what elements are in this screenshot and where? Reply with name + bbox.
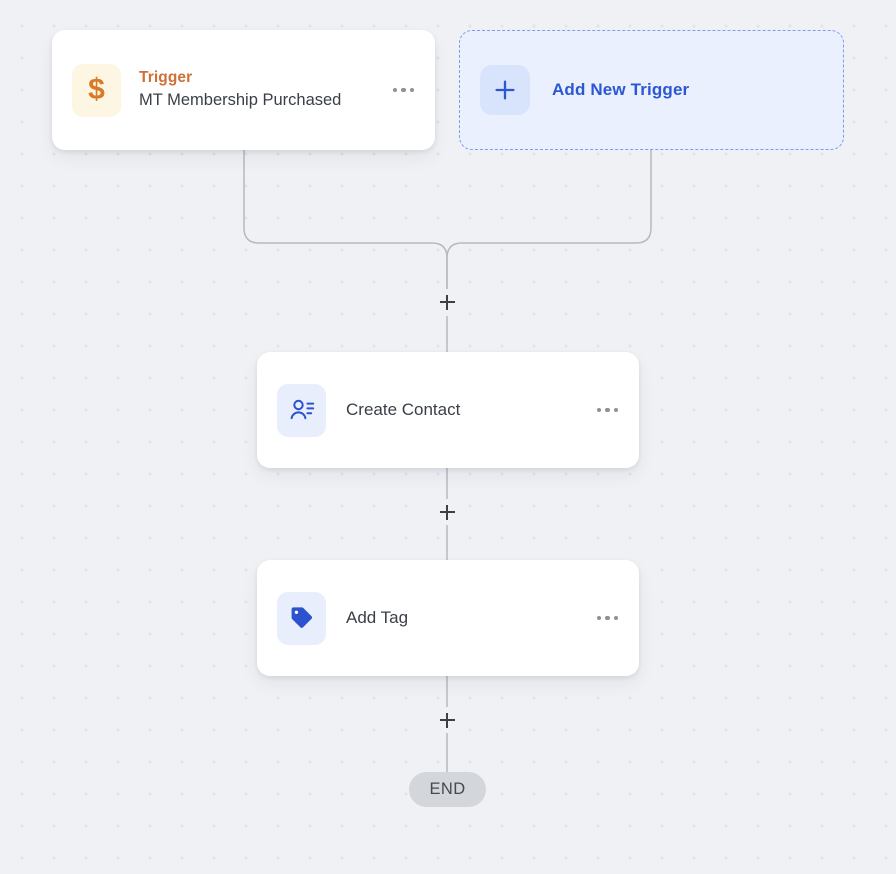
contact-person-glyph	[290, 399, 314, 420]
tag-glyph	[291, 607, 312, 628]
plus-icon	[480, 65, 530, 115]
add-step-after-trigger-button[interactable]	[434, 289, 460, 315]
step-node-add-tag[interactable]: Add Tag	[257, 560, 639, 676]
trigger-kicker: Trigger	[139, 68, 193, 86]
wire-trigger-to-junction	[243, 150, 448, 290]
add-new-trigger-button[interactable]: Add New Trigger	[459, 30, 844, 150]
create-contact-kebab-menu-icon[interactable]	[594, 400, 622, 421]
add-step-after-create-contact-button[interactable]	[434, 499, 460, 525]
trigger-labels: Trigger MT Membership Purchased	[139, 68, 390, 113]
add-tag-kebab-menu-icon[interactable]	[594, 608, 622, 629]
contact-person-icon	[277, 383, 326, 437]
plus-glyph	[495, 80, 515, 100]
step-title-create-contact: Create Contact	[346, 400, 461, 419]
tag-icon	[277, 591, 326, 645]
step-node-create-contact[interactable]: Create Contact	[257, 352, 639, 468]
add-new-trigger-label: Add New Trigger	[552, 80, 690, 99]
step-title-add-tag: Add Tag	[346, 608, 409, 627]
dollar-sign-icon: $	[72, 63, 121, 117]
wire-add-trigger-to-junction	[446, 150, 652, 290]
trigger-kebab-menu-icon[interactable]	[390, 80, 418, 101]
add-step-after-add-tag-button[interactable]	[434, 707, 460, 733]
trigger-node[interactable]: $ Trigger MT Membership Purchased	[52, 30, 435, 150]
end-node: END	[409, 772, 486, 807]
trigger-title: MT Membership Purchased	[139, 90, 342, 109]
